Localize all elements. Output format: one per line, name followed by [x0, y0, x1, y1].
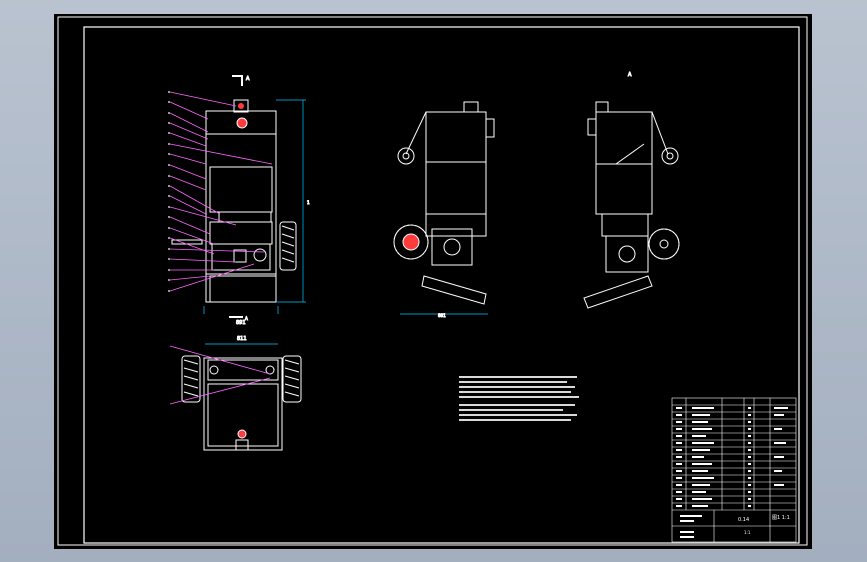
side-view: 881 [393, 101, 495, 319]
rear-strut [651, 111, 669, 155]
section-label: A [246, 76, 250, 82]
front-width-dimension: 891 [236, 320, 246, 326]
technical-notes [459, 376, 579, 421]
wheel-tread [281, 225, 295, 263]
rear-blade-hub [659, 239, 669, 249]
rear-handle [587, 118, 597, 136]
right-wheel-tread [284, 359, 300, 397]
motor-flange [443, 238, 461, 256]
left-wheel-top [181, 355, 201, 403]
cap-indicator [238, 103, 244, 109]
rear-handle-bar [583, 275, 653, 309]
handle-bar [421, 275, 487, 305]
callout-numbers [168, 91, 170, 292]
gearbox [211, 243, 271, 271]
callout-leaders [169, 91, 273, 292]
side-width-dimension: 881 [438, 313, 446, 318]
rear-blade-teeth [648, 228, 680, 260]
top-port [237, 429, 247, 439]
rear-view: A [583, 72, 680, 309]
rear-motor [605, 235, 649, 273]
right-axle-hub [265, 365, 275, 375]
caster-wheel [397, 147, 415, 165]
side-handle [485, 118, 495, 138]
rear-section-label: A [628, 72, 632, 78]
cabinet-body [205, 110, 277, 303]
caster-hub [402, 152, 410, 160]
side-top-cap [463, 101, 479, 113]
outer-border [57, 16, 808, 546]
left-axle-hub [209, 365, 219, 375]
rear-drive-housing [601, 213, 649, 237]
top-outlet [235, 439, 249, 451]
base-box [209, 275, 277, 303]
top-view: A 811 [169, 316, 302, 451]
rear-caster [661, 147, 679, 165]
top-width-dimension: 811 [237, 336, 247, 342]
rear-diagonal [615, 143, 645, 165]
rear-cabinet [595, 111, 653, 215]
dimension-lines [203, 99, 306, 314]
side-cabinet [425, 111, 487, 215]
blade-hub [402, 233, 420, 251]
drive-housing [209, 221, 273, 245]
top-cap [233, 99, 249, 113]
left-wheel-tread [183, 359, 199, 397]
upper-compartment [209, 166, 273, 213]
side-drive-housing [425, 213, 487, 237]
top-view-leaders [169, 345, 271, 405]
sheet-label: 图1 1:1 [772, 515, 790, 521]
front-view: A [168, 75, 311, 327]
weight-value: 0.14 [738, 517, 749, 523]
right-wheel-top [282, 355, 302, 403]
upper-port [236, 117, 248, 129]
title-block [671, 397, 797, 543]
scale-value: 1:1 [744, 530, 751, 535]
side-frame-strut [405, 111, 427, 155]
inner-border [83, 26, 800, 544]
drawing-sheet: A [54, 14, 812, 549]
side-motor [431, 228, 473, 266]
drive-wheel [279, 221, 297, 271]
motor-mount [218, 211, 272, 223]
top-inner-box [207, 383, 279, 447]
top-view-section-label: A [245, 316, 248, 321]
section-marker [232, 75, 243, 86]
rear-top-cap [595, 101, 609, 113]
bom-entries [676, 407, 788, 538]
gear-wheel [253, 248, 267, 262]
height-dimension-label: 1 [307, 200, 310, 205]
saw-blade-teeth [393, 224, 429, 260]
bom-table [671, 397, 797, 543]
rear-caster-hub [666, 152, 674, 160]
rear-motor-flange [618, 245, 636, 263]
axle-housing [207, 359, 279, 381]
drawing-canvas: A [57, 16, 808, 546]
bearing-block [233, 249, 247, 263]
